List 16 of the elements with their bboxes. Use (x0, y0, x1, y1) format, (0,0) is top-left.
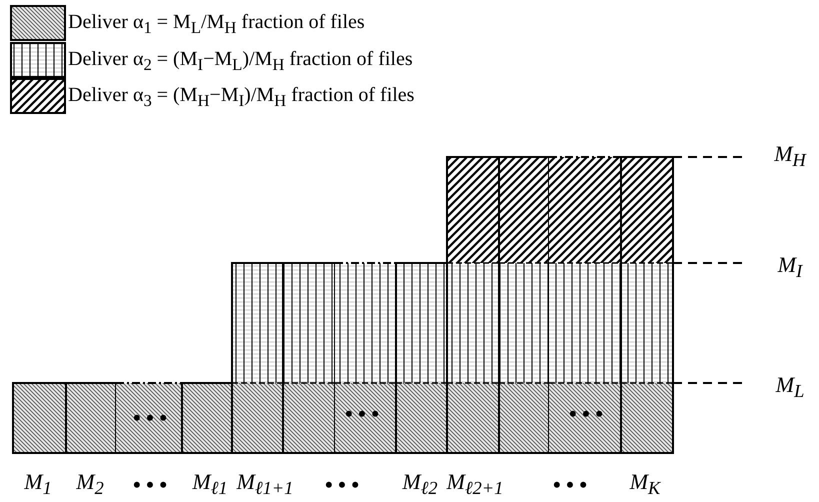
level-label: M$_{L}$ (776, 372, 804, 404)
column-label: M$_{2}$ (76, 470, 104, 500)
column-label: M$_{ℓ1+1}$ (236, 470, 294, 500)
column-label: M$_{ℓ2+1}$ (446, 470, 504, 500)
ellipsis: • • • (552, 473, 588, 497)
level-label: M$_{I}$ (778, 252, 802, 284)
legend-text: Deliver α$_{1}$ = M$_{L}$/M$_{H}$ fraction of files (68, 11, 365, 39)
ellipsis: • • • (132, 473, 168, 497)
column-label: M$_{1}$ (24, 470, 52, 500)
legend-text: Deliver α$_{2}$ = (M$_{I}$−M$_{L}$)/M$_{H}$ fraction of files (68, 48, 413, 76)
column-label: M$_{ℓ2}$ (402, 470, 438, 500)
ellipsis: • • • (324, 473, 360, 497)
column-label: M$_{ℓ1}$ (192, 470, 228, 500)
legend-text: Deliver α$_{3}$ = (M$_{H}$−M$_{I}$)/M$_{H}$ fraction of files (68, 84, 414, 112)
level-label: M$_{H}$ (774, 142, 806, 172)
column-label: M$_{K}$ (630, 470, 660, 500)
